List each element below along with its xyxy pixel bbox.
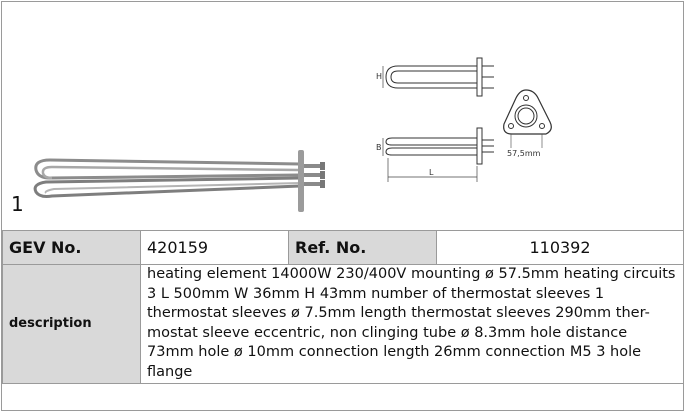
side-view-drawing: B L — [376, 127, 494, 182]
description-text: heating element 14000W 230/400V mounting… — [140, 264, 684, 384]
length-dimension-label: L — [429, 168, 434, 177]
item-number: 1 — [11, 192, 24, 216]
flange-dimension-label: 57,5mm — [507, 149, 541, 158]
heating-element-photo — [33, 150, 325, 212]
spec-table: GEV No. 420159 Ref. No. 110392 descripti… — [2, 230, 684, 384]
ref-number-label: Ref. No. — [288, 230, 437, 265]
description-label: description — [2, 264, 141, 384]
ref-number-value: 110392 — [436, 230, 684, 265]
width-dimension-label: B — [376, 143, 382, 152]
product-image-area: 1 H B L — [2, 2, 683, 230]
top-view-drawing: H — [376, 57, 494, 97]
gev-number-value: 420159 — [140, 230, 289, 265]
gev-number-label: GEV No. — [2, 230, 141, 265]
id-row: GEV No. 420159 Ref. No. 110392 — [2, 230, 684, 265]
height-dimension-label: H — [376, 72, 382, 81]
description-row: description heating element 14000W 230/4… — [2, 264, 684, 384]
flange-drawing: 57,5mm — [503, 89, 552, 158]
